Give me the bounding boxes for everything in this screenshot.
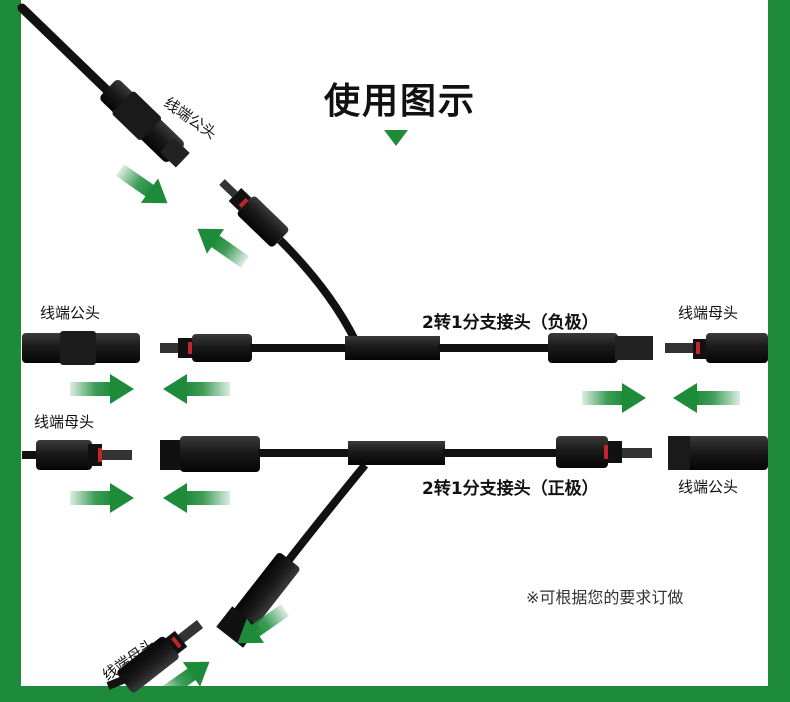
label-connector-negative: 2转1分支接头（负极） [422,313,599,333]
page-title: 使用图示 [323,81,476,122]
arrow-upper-left-right [70,374,134,404]
arrow-upper-right-left [673,383,740,413]
label-connector-positive: 2转1分支接头（正极） [422,479,599,499]
bottom-female-connector [106,620,204,693]
frame-border-right [768,0,790,702]
frame-border-left [0,0,21,702]
arrow-lower-left-right [70,483,134,513]
y-branch-positive [160,436,652,648]
top-male-connector [17,3,190,168]
left-male-connector [22,331,140,365]
label-left-female: 线端母头 [34,413,95,431]
right-male-connector [668,436,768,470]
arrow-bottom-in [237,604,290,644]
label-right-male: 线端公头 [678,478,739,496]
label-left-male: 线端公头 [40,304,101,322]
title-down-arrow-icon [384,130,408,146]
y-branch-negative [160,179,653,363]
arrow-upper-left-left [163,374,230,404]
arrow-top-in [115,164,168,204]
label-right-female: 线端母头 [678,304,739,322]
frame-border-bottom [0,686,790,702]
left-female-connector [22,440,132,470]
right-female-connector [665,333,768,363]
arrow-bottom-out [157,661,210,701]
custom-order-note: ※可根据您的要求订做 [526,588,684,607]
arrow-upper-right-right [582,383,646,413]
arrow-top-out [197,228,250,268]
arrow-lower-left-left [163,483,230,513]
